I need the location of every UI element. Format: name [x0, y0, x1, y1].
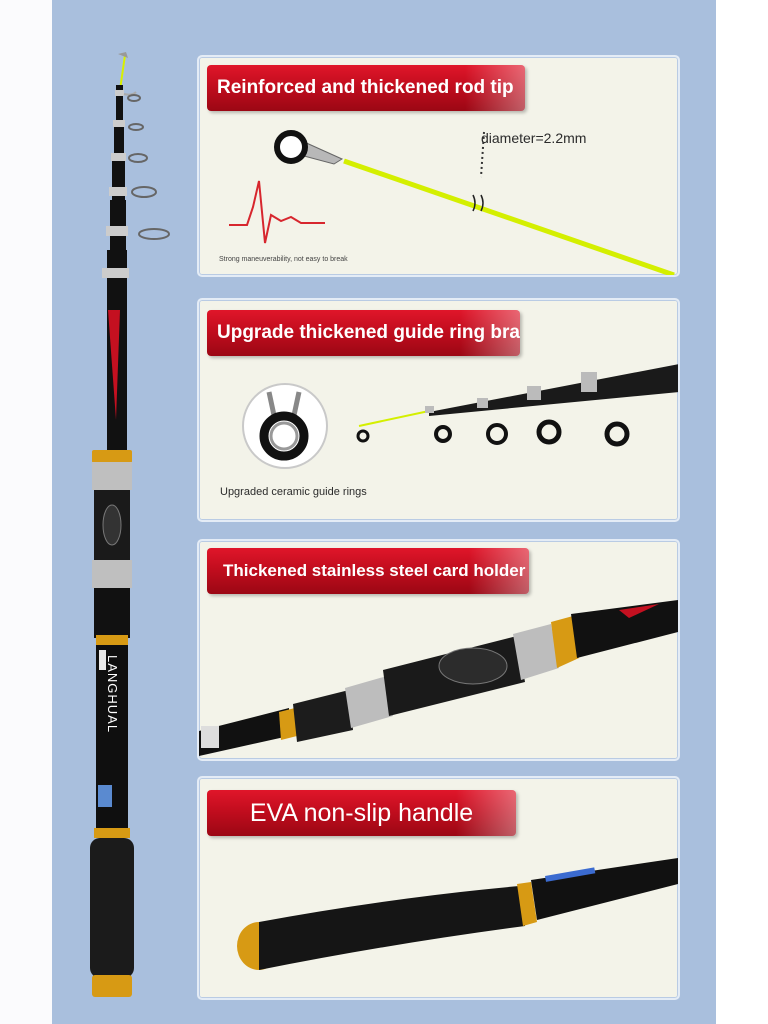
rod-tip-caption: Strong maneuverability, not easy to brea…: [219, 256, 348, 263]
reel-seat-illustration: [199, 600, 678, 756]
diameter-label: diameter=2.2mm: [481, 130, 587, 146]
reel-seat-banner: Thickened stainless steel card holder: [207, 548, 529, 594]
guide-rings-rod-illustration: [356, 364, 678, 447]
handle-title: EVA non-slip handle: [249, 798, 474, 827]
guide-ring-banner: Upgrade thickened guide ring bracket: [207, 310, 520, 356]
guide-ring-panel: Upgrade thickened guide ring bracket Upg…: [197, 298, 680, 522]
guide-ring-title: Upgrade thickened guide ring bracket: [217, 322, 520, 343]
heartbeat-icon: [229, 180, 325, 244]
reel-seat-title: Thickened stainless steel card holder: [223, 561, 526, 580]
reel-seat-panel: Thickened stainless steel card holder: [197, 539, 680, 761]
full-rod-illustration: [90, 52, 170, 997]
rod-tip-illustration: [274, 130, 675, 275]
rod-tip-panel: Reinforced and thickened rod tip diamete…: [197, 55, 680, 277]
rod-brand-label: LANGHUAL: [105, 655, 120, 734]
right-margin: [716, 0, 768, 1024]
ceramic-ring-closeup-icon: [242, 383, 328, 469]
eva-handle-illustration: [237, 858, 678, 970]
guide-ring-caption: Upgraded ceramic guide rings: [220, 486, 367, 498]
rod-tip-banner: Reinforced and thickened rod tip: [207, 65, 525, 111]
rod-tip-title: Reinforced and thickened rod tip: [217, 77, 514, 98]
left-margin: [0, 0, 52, 1024]
handle-panel: EVA non-slip handle: [197, 776, 680, 1000]
handle-banner: EVA non-slip handle: [207, 790, 516, 836]
